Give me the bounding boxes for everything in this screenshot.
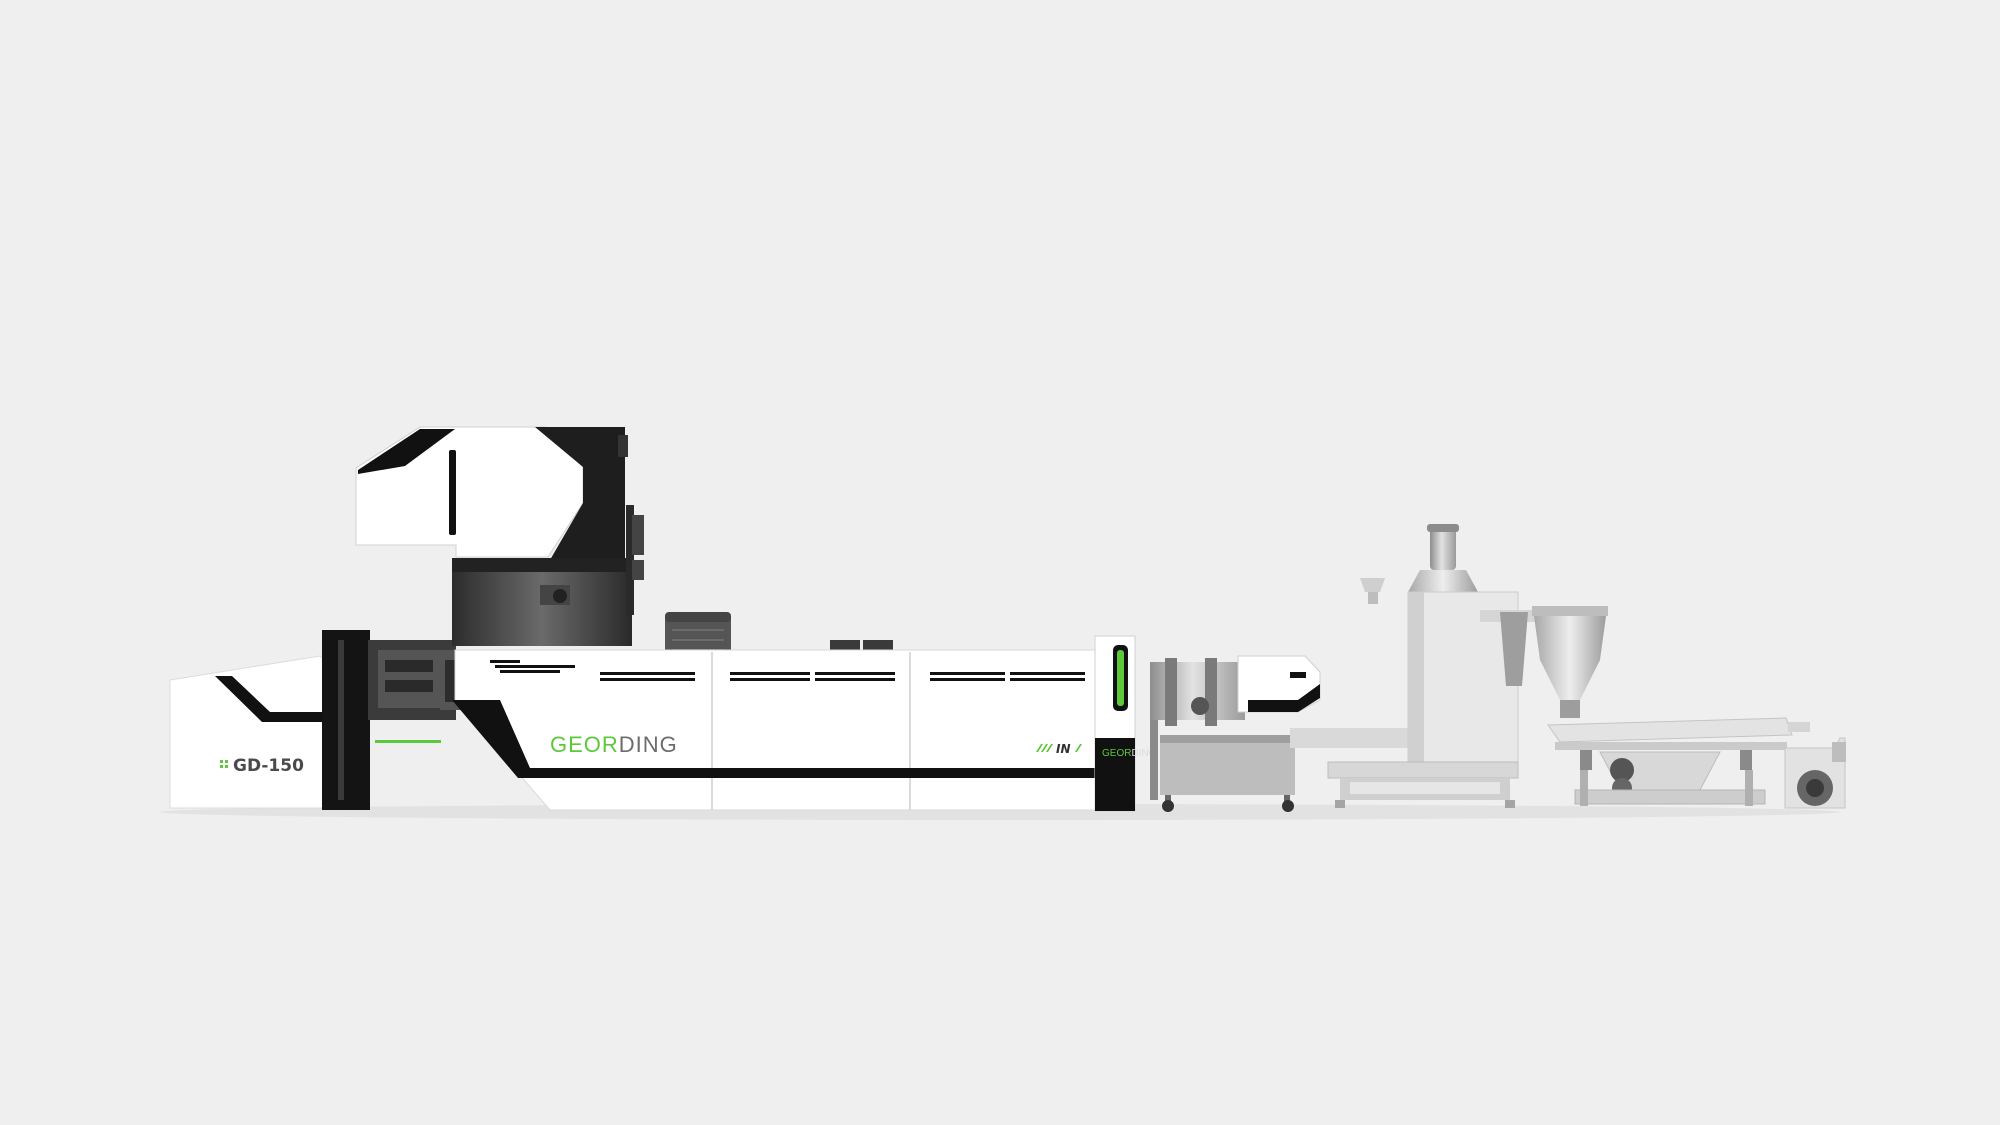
melt-filter — [1150, 655, 1321, 812]
body-stripe — [452, 700, 1095, 778]
hopper-window — [449, 450, 456, 535]
cabinet-logo-suffix: DING — [1131, 748, 1156, 759]
model-label: GD-150 — [220, 756, 304, 776]
vibrating-screen — [1532, 606, 1793, 806]
svg-text:GEORDING: GEORDING — [550, 732, 678, 757]
svg-text:GEORDING: GEORDING — [1102, 748, 1157, 759]
control-box-2 — [863, 640, 893, 652]
extruder-body: GEORDING IN — [375, 649, 1096, 811]
dryer-base — [1327, 761, 1519, 779]
in-badge: IN — [1036, 742, 1082, 756]
green-accent-line — [375, 740, 441, 743]
gearbox-frame — [322, 630, 370, 810]
die-hood — [1237, 655, 1321, 713]
dryer-motor — [1430, 528, 1456, 570]
vent-slots — [490, 660, 1085, 681]
brand-logo-suffix: DING — [619, 732, 678, 757]
brand-logo-prefix: GEOR — [550, 732, 619, 757]
in-badge-text: IN — [1056, 742, 1071, 756]
screen-base — [1574, 789, 1766, 805]
feed-hopper — [355, 426, 584, 558]
centrifugal-dryer — [1290, 524, 1550, 808]
cabinet-logo-prefix: GEOR — [1102, 748, 1131, 759]
vibration-motor-1 — [1610, 758, 1634, 782]
front-casing-stripe — [215, 676, 330, 722]
control-cabinet: GEORDING — [1094, 635, 1157, 812]
control-box-1 — [830, 640, 860, 652]
blower — [1784, 722, 1846, 809]
silo-top — [1532, 606, 1608, 616]
model-label-text: GD-150 — [233, 756, 304, 776]
filter-stand — [1160, 735, 1295, 795]
compactor-unit: GD-150 — [169, 426, 644, 810]
